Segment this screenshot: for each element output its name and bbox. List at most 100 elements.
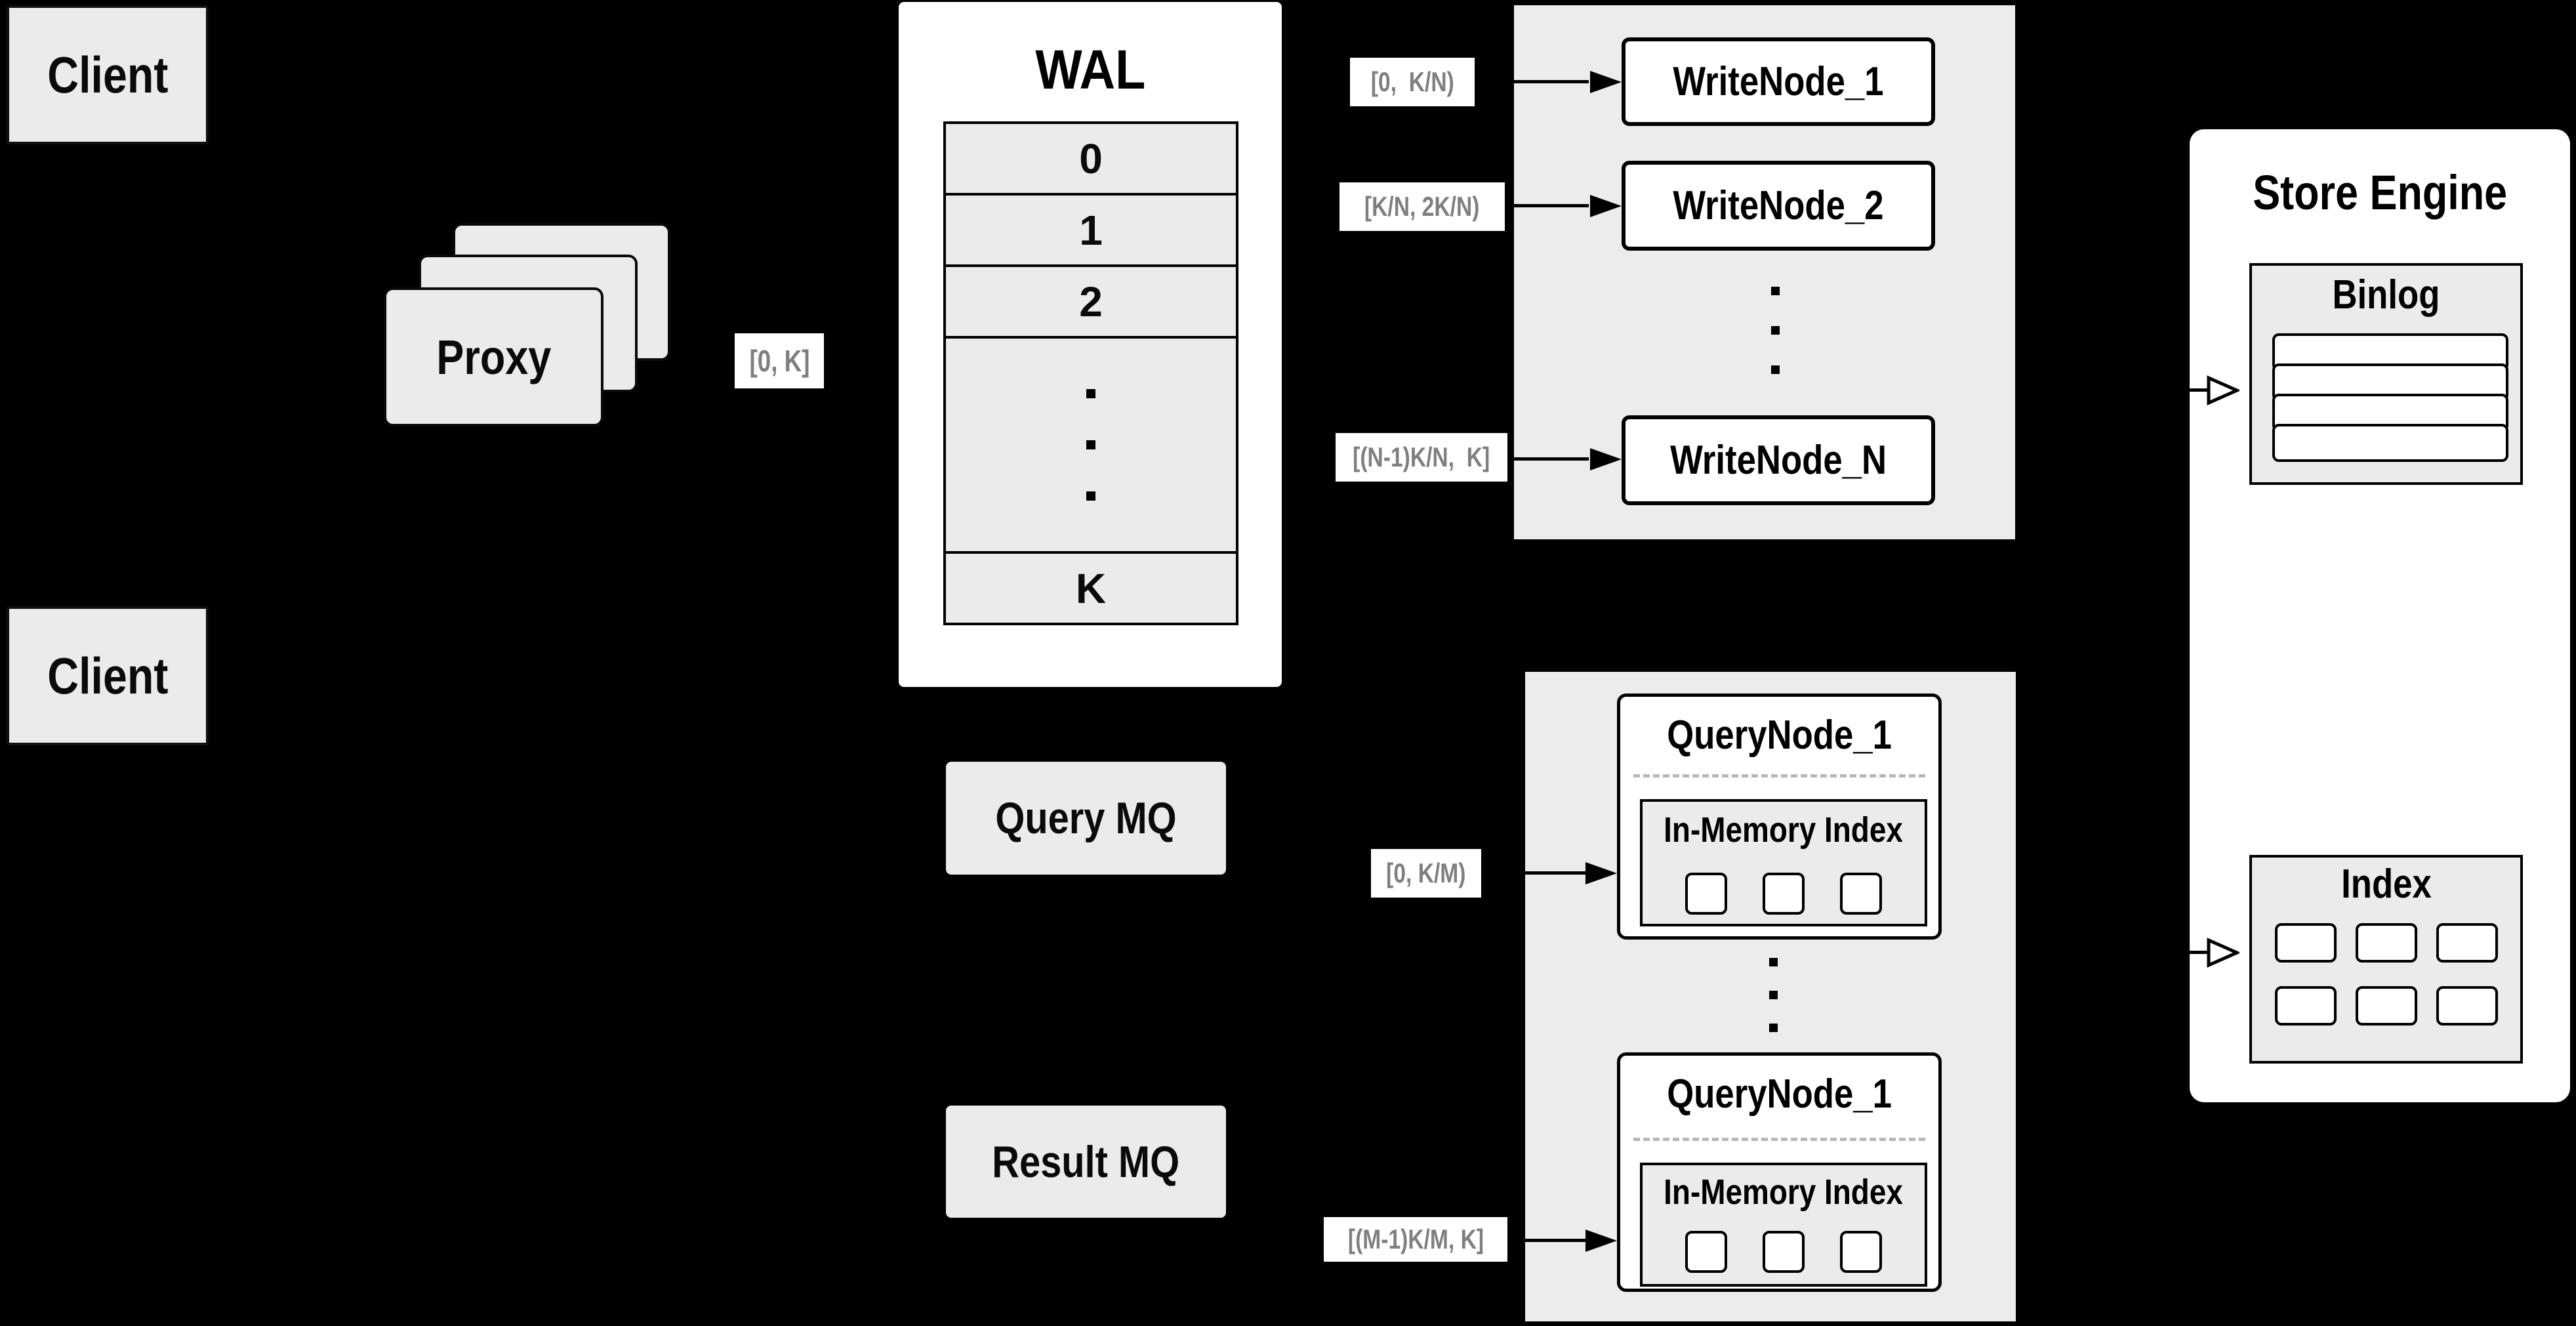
writenode-2-label: WriteNode_2 xyxy=(1673,183,1884,228)
querynode-bottom-separator xyxy=(1633,1138,1925,1141)
index-cell xyxy=(2355,986,2417,1026)
write-cluster-ellipsis xyxy=(1771,287,1780,374)
index-cell-row xyxy=(2252,986,2520,1026)
client-box-bottom: Client xyxy=(7,606,209,745)
index-cell xyxy=(2355,923,2417,963)
wal-panel: WAL 0 1 2 K xyxy=(899,2,1282,687)
ellipsis-dot xyxy=(1771,287,1780,295)
in-memory-index-title-bottom: In-Memory Index xyxy=(1643,1173,1924,1211)
querynode-top-title-text: QueryNode_1 xyxy=(1667,713,1892,758)
wal-row-1: 1 xyxy=(946,196,1236,267)
index-title-text: Index xyxy=(2341,861,2432,907)
binlog-title-text: Binlog xyxy=(2332,272,2440,318)
query-cluster-ellipsis xyxy=(1769,958,1778,1032)
wal-title: WAL xyxy=(899,38,1282,102)
edge-label-proxy-to-wal-text: [0, K] xyxy=(749,344,809,378)
result-mq-box: Result MQ xyxy=(946,1106,1226,1218)
segment-cell xyxy=(1763,873,1805,915)
arrow-head-to-querynode-bottom xyxy=(1585,1230,1617,1252)
segment-row xyxy=(1685,873,1882,915)
edge-label-querymq-to-querynode: [0, K/M) xyxy=(1371,849,1481,898)
client-bottom-label: Client xyxy=(47,646,169,705)
arrow-head-to-writenode-1 xyxy=(1590,71,1622,93)
arrow-line-to-binlog xyxy=(2099,388,2211,392)
segment-cell xyxy=(1763,1231,1805,1273)
edge-label-proxy-to-wal: [0, K] xyxy=(735,333,824,388)
arrow-head-to-binlog xyxy=(2207,375,2239,405)
querynode-top-title: QueryNode_1 xyxy=(1620,697,1938,757)
writenode-2-box: WriteNode_2 xyxy=(1622,161,1935,251)
writenode-n-label: WriteNode_N xyxy=(1670,438,1887,483)
arrow-line-to-querynode-bottom xyxy=(1507,1239,1585,1242)
in-memory-index-title-top-text: In-Memory Index xyxy=(1664,810,1904,850)
edge-label-wal-to-writenode-1: [0, K/N) xyxy=(1350,58,1475,106)
query-mq-label: Query MQ xyxy=(995,793,1177,843)
ellipsis-dot xyxy=(1086,389,1095,398)
index-cell xyxy=(2436,923,2498,963)
ellipsis-dot xyxy=(1769,958,1778,966)
edge-label-wal-to-writenode-2: [K/N, 2K/N) xyxy=(1339,182,1505,231)
arrow-line-to-querynode-top xyxy=(1481,871,1585,875)
writenode-1-label: WriteNode_1 xyxy=(1673,59,1884,104)
querynode-bottom-box: QueryNode_1 In-Memory Index xyxy=(1617,1052,1942,1292)
arrow-line-to-writenode-n xyxy=(1509,457,1589,461)
query-cluster-panel: QueryNode_1 In-Memory Index QueryNode_1 … xyxy=(1525,672,2016,1321)
segment-cell xyxy=(1840,1231,1882,1273)
ellipsis-dot xyxy=(1771,326,1780,335)
edge-label-wal-to-writenode-1-text: [0, K/N) xyxy=(1370,66,1454,97)
proxy-box-front: Proxy xyxy=(384,287,603,426)
arrow-head-to-index xyxy=(2207,938,2239,968)
edge-label-querymq-to-querynode-text: [0, K/M) xyxy=(1386,858,1466,888)
querynode-top-box: QueryNode_1 In-Memory Index xyxy=(1617,694,1942,940)
client-top-label: Client xyxy=(47,45,169,104)
query-mq-box: Query MQ xyxy=(946,762,1226,875)
index-cell xyxy=(2274,923,2337,963)
wal-row-2: 2 xyxy=(946,267,1236,339)
querynode-bottom-title: QueryNode_1 xyxy=(1620,1056,1938,1116)
store-engine-panel: Store Engine Binlog Index xyxy=(2190,129,2570,1102)
segment-cell xyxy=(1685,873,1727,915)
wal-row-1-text: 1 xyxy=(1079,206,1103,254)
proxy-label: Proxy xyxy=(436,329,551,384)
segment-cell xyxy=(1840,873,1882,915)
edge-label-wal-to-writenode-n-text: [(N-1)K/N, K] xyxy=(1353,442,1490,472)
querynode-bottom-title-text: QueryNode_1 xyxy=(1667,1071,1892,1117)
wal-ellipsis-cell xyxy=(946,339,1236,554)
in-memory-index-title-top: In-Memory Index xyxy=(1643,811,1924,849)
wal-row-2-text: 2 xyxy=(1079,278,1103,325)
segment-cell xyxy=(1685,1231,1727,1273)
in-memory-index-box-top: In-Memory Index xyxy=(1640,799,1927,926)
ellipsis-dot xyxy=(1769,991,1778,999)
arrow-line-to-index xyxy=(2099,951,2211,954)
ellipsis-dot xyxy=(1086,440,1095,449)
binlog-title: Binlog xyxy=(2252,274,2520,317)
arrow-head-to-querynode-top xyxy=(1585,862,1617,884)
index-box: Index xyxy=(2249,855,2523,1064)
wal-row-k-text: K xyxy=(1075,564,1107,612)
writenode-1-box: WriteNode_1 xyxy=(1622,37,1935,126)
edge-label-resultmq-to-querynode-text: [(M-1)K/M, K] xyxy=(1347,1224,1484,1254)
edge-label-resultmq-to-querynode: [(M-1)K/M, K] xyxy=(1324,1217,1507,1262)
store-engine-title: Store Engine xyxy=(2190,129,2570,218)
in-memory-index-box-bottom: In-Memory Index xyxy=(1640,1163,1927,1287)
wal-row-0: 0 xyxy=(946,124,1236,196)
binlog-box: Binlog xyxy=(2249,263,2523,485)
wal-table: 0 1 2 K xyxy=(943,121,1238,625)
wal-row-k: K xyxy=(946,554,1236,623)
arrow-head-to-writenode-n xyxy=(1590,448,1622,470)
index-title: Index xyxy=(2252,863,2520,906)
querynode-top-separator xyxy=(1633,774,1925,777)
binlog-row xyxy=(2272,424,2508,462)
wal-title-text: WAL xyxy=(1035,39,1145,100)
ellipsis-dot xyxy=(1769,1024,1778,1032)
arrow-line-to-writenode-1 xyxy=(1476,80,1589,83)
write-cluster-panel: WriteNode_1 WriteNode_2 WriteNode_N xyxy=(1514,5,2015,539)
result-mq-label: Result MQ xyxy=(992,1136,1180,1187)
wal-row-0-text: 0 xyxy=(1079,135,1103,182)
ellipsis-dot xyxy=(1086,491,1095,501)
index-cell xyxy=(2436,986,2498,1026)
index-cell xyxy=(2274,986,2337,1026)
client-box-top: Client xyxy=(7,5,209,144)
writenode-n-box: WriteNode_N xyxy=(1622,415,1935,505)
edge-label-wal-to-writenode-2-text: [K/N, 2K/N) xyxy=(1364,191,1480,222)
